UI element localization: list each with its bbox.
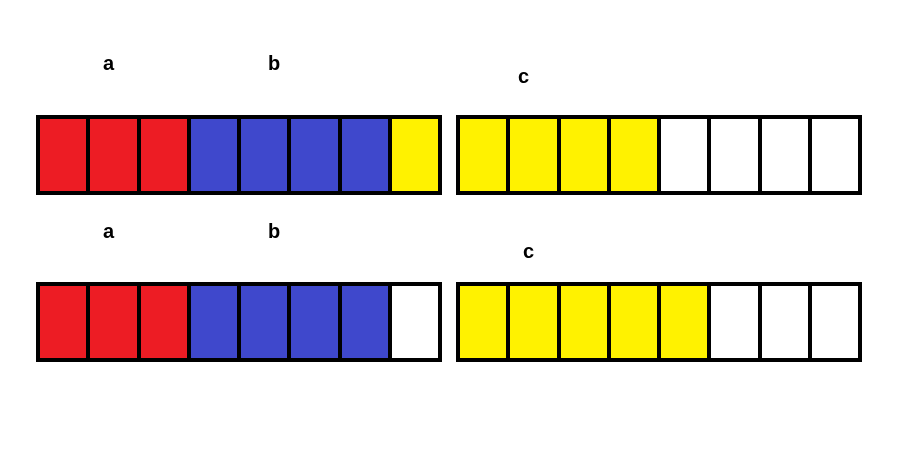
left-bar-row-1-cell-4-blue <box>186 119 237 191</box>
right-bar-row-2-cell-5-yellow <box>657 286 708 358</box>
right-bar-row-2-cell-3-yellow <box>556 286 607 358</box>
right-bar-row-1-cell-4-yellow <box>606 119 657 191</box>
left-bar-row-1-cell-8-yellow <box>387 119 438 191</box>
label-a-row-2: a <box>103 221 115 243</box>
right-bar-row-1-cell-5-white <box>657 119 708 191</box>
left-bar-row-1-cell-2-red <box>86 119 137 191</box>
right-bar-row-2-cell-7-white <box>757 286 808 358</box>
left-bar-row-2-cell-2-red <box>86 286 137 358</box>
left-bar-row-2-cell-5-blue <box>237 286 288 358</box>
left-bar-row-2-cell-3-red <box>136 286 187 358</box>
left-bar-row-1-cell-6-blue <box>287 119 338 191</box>
right-bar-row-2-cell-8-white <box>807 286 858 358</box>
right-bar-row-1-cell-2-yellow <box>506 119 557 191</box>
right-bar-row-1-cell-3-yellow <box>556 119 607 191</box>
left-bar-row-2-cell-6-blue <box>287 286 338 358</box>
label-a-row-1: a <box>103 53 115 75</box>
left-bar-row-1 <box>36 115 442 195</box>
right-bar-row-2-cell-2-yellow <box>506 286 557 358</box>
right-bar-row-2-cell-6-white <box>707 286 758 358</box>
left-bar-row-1-cell-1-red <box>40 119 87 191</box>
right-bar-row-1-cell-6-white <box>707 119 758 191</box>
right-bar-row-1 <box>456 115 862 195</box>
left-bar-row-1-cell-7-blue <box>337 119 388 191</box>
label-b-row-2: b <box>268 221 281 243</box>
left-bar-row-1-cell-3-red <box>136 119 187 191</box>
right-bar-row-2-cell-4-yellow <box>606 286 657 358</box>
right-bar-row-1-cell-7-white <box>757 119 808 191</box>
left-bar-row-2-cell-8-white <box>387 286 438 358</box>
left-bar-row-2-cell-4-blue <box>186 286 237 358</box>
left-bar-row-2 <box>36 282 442 362</box>
right-bar-row-1-cell-1-yellow <box>460 119 507 191</box>
left-bar-row-2-cell-7-blue <box>337 286 388 358</box>
right-bar-row-1-cell-8-white <box>807 119 858 191</box>
label-c-row-2: c <box>523 241 535 263</box>
label-c-row-1: c <box>518 66 530 88</box>
label-b-row-1: b <box>268 53 281 75</box>
left-bar-row-1-cell-5-blue <box>237 119 288 191</box>
right-bar-row-2-cell-1-yellow <box>460 286 507 358</box>
left-bar-row-2-cell-1-red <box>40 286 87 358</box>
right-bar-row-2 <box>456 282 862 362</box>
